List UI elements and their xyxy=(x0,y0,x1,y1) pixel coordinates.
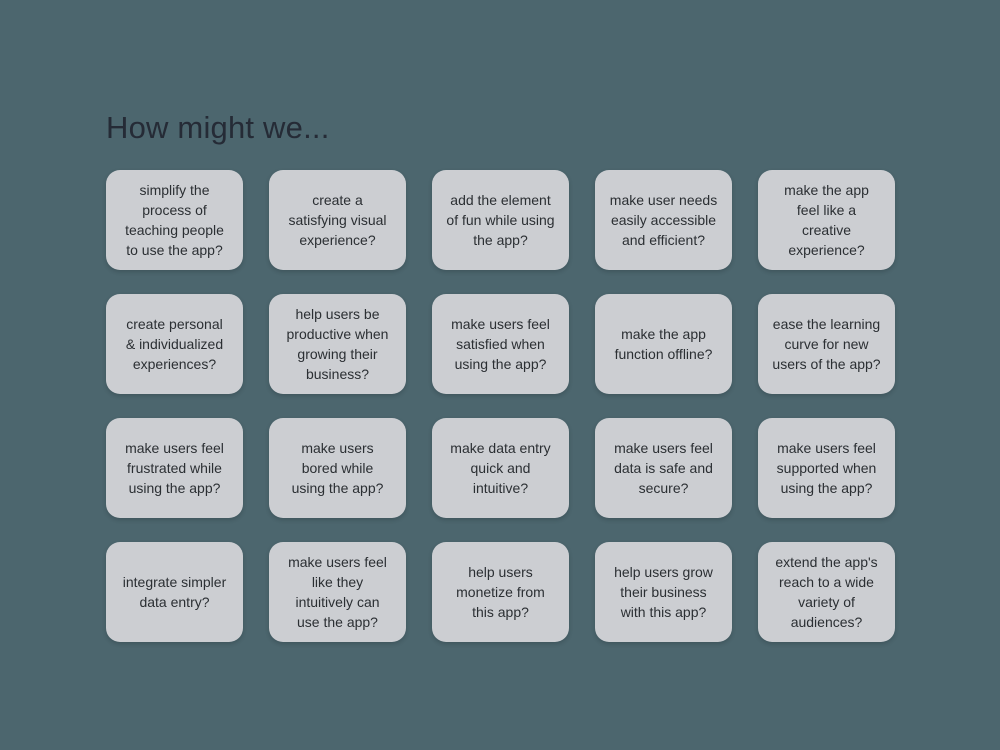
idea-card[interactable]: integrate simpler data entry? xyxy=(106,542,243,642)
idea-card-text: make data entry quick and intuitive? xyxy=(450,440,551,496)
idea-card[interactable]: make data entry quick and intuitive? xyxy=(432,418,569,518)
idea-card[interactable]: extend the app's reach to a wide variety… xyxy=(758,542,895,642)
idea-card-text: help users grow their business with this… xyxy=(614,564,713,620)
idea-card[interactable]: make users feel supported when using the… xyxy=(758,418,895,518)
idea-card-text: simplify the process of teaching people … xyxy=(125,182,224,258)
idea-card-text: make the app feel like a creative experi… xyxy=(784,182,869,258)
idea-card[interactable]: make users feel data is safe and secure? xyxy=(595,418,732,518)
idea-card-text: make users feel satisfied when using the… xyxy=(451,316,550,372)
idea-card[interactable]: make users feel like they intuitively ca… xyxy=(269,542,406,642)
idea-card[interactable]: make users feel frustrated while using t… xyxy=(106,418,243,518)
idea-card-text: create a satisfying visual experience? xyxy=(288,192,387,248)
idea-card[interactable]: simplify the process of teaching people … xyxy=(106,170,243,270)
idea-card-text: ease the learning curve for new users of… xyxy=(772,316,881,372)
idea-card-text: make users feel like they intuitively ca… xyxy=(288,554,387,630)
idea-card[interactable]: add the element of fun while using the a… xyxy=(432,170,569,270)
idea-card-text: make users bored while using the app? xyxy=(291,440,384,496)
idea-card[interactable]: create personal & individualized experie… xyxy=(106,294,243,394)
idea-card[interactable]: create a satisfying visual experience? xyxy=(269,170,406,270)
idea-card[interactable]: make users bored while using the app? xyxy=(269,418,406,518)
idea-card-grid: simplify the process of teaching people … xyxy=(106,170,895,642)
idea-card-text: help users be productive when growing th… xyxy=(286,306,389,382)
idea-card-text: make users feel supported when using the… xyxy=(776,440,877,496)
idea-card-text: add the element of fun while using the a… xyxy=(446,192,555,248)
idea-card[interactable]: ease the learning curve for new users of… xyxy=(758,294,895,394)
idea-card[interactable]: make user needs easily accessible and ef… xyxy=(595,170,732,270)
idea-card[interactable]: make the app feel like a creative experi… xyxy=(758,170,895,270)
idea-card-text: make users feel frustrated while using t… xyxy=(125,440,224,496)
idea-card-text: create personal & individualized experie… xyxy=(125,316,224,372)
idea-card[interactable]: help users grow their business with this… xyxy=(595,542,732,642)
idea-card-text: integrate simpler data entry? xyxy=(122,574,227,610)
idea-card-text: make the app function offline? xyxy=(614,326,713,362)
idea-card[interactable]: help users monetize from this app? xyxy=(432,542,569,642)
idea-card-text: make user needs easily accessible and ef… xyxy=(609,192,718,248)
idea-card-text: extend the app's reach to a wide variety… xyxy=(775,554,878,630)
idea-card-text: make users feel data is safe and secure? xyxy=(614,440,713,496)
page-title: How might we... xyxy=(106,110,330,145)
idea-card[interactable]: help users be productive when growing th… xyxy=(269,294,406,394)
idea-card-text: help users monetize from this app? xyxy=(456,564,545,620)
idea-card[interactable]: make users feel satisfied when using the… xyxy=(432,294,569,394)
idea-card[interactable]: make the app function offline? xyxy=(595,294,732,394)
